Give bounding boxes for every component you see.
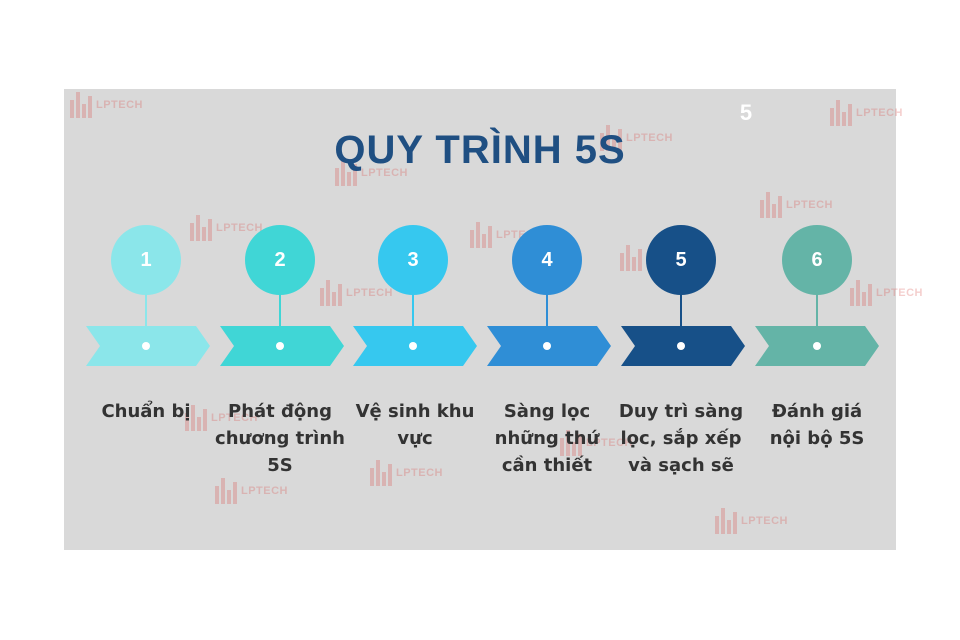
connector-dot <box>409 342 417 350</box>
connector-line <box>279 290 281 340</box>
lptech-watermark: LPTECH <box>215 478 288 504</box>
step-number: 1 <box>140 248 152 271</box>
watermark-text: LPTECH <box>396 467 443 479</box>
connector-dot <box>276 342 284 350</box>
connector-line <box>680 290 682 340</box>
lptech-logo-icon <box>560 430 582 456</box>
lptech-logo-icon <box>470 222 492 248</box>
lptech-logo-icon <box>190 215 212 241</box>
lptech-logo-icon <box>70 92 92 118</box>
lptech-logo-icon <box>620 245 642 271</box>
watermark-text: LPTECH <box>211 412 258 424</box>
step-number: 5 <box>675 248 687 271</box>
step-number: 3 <box>407 248 419 271</box>
watermark-text: LPTECH <box>586 437 633 449</box>
watermark-text: LPTECH <box>876 287 923 299</box>
lptech-watermark: LPTECH <box>760 192 833 218</box>
watermark-text: LPTECH <box>786 199 833 211</box>
step-number-circle: 1 <box>111 225 181 295</box>
step-number: 4 <box>541 248 553 271</box>
connector-line <box>145 290 147 340</box>
lptech-logo-icon <box>370 460 392 486</box>
connector-dot <box>543 342 551 350</box>
step-label: Phát động chương trình 5S <box>215 401 345 476</box>
watermark-text: LPTECH <box>361 167 408 179</box>
watermark-text: LPTECH <box>96 99 143 111</box>
connector-dot <box>677 342 685 350</box>
step-number-circle: 3 <box>378 225 448 295</box>
step-number-circle: 5 <box>646 225 716 295</box>
watermark-text: LPTECH <box>856 107 903 119</box>
step-number-circle: 4 <box>512 225 582 295</box>
step-label: Sàng lọc những thứ cần thiết <box>494 401 600 476</box>
connector-line <box>412 290 414 340</box>
step-label: Đánh giá nội bộ 5S <box>769 401 865 449</box>
watermark-text: LPTECH <box>241 485 288 497</box>
lptech-watermark: LPTECH <box>715 508 788 534</box>
watermark-text: LPTECH <box>216 222 263 234</box>
lptech-logo-icon <box>600 125 622 151</box>
lptech-watermark: LPTECH <box>600 125 673 151</box>
step-number-circle: 2 <box>245 225 315 295</box>
watermark-text: LPTECH <box>741 515 788 527</box>
lptech-logo-icon <box>215 478 237 504</box>
step-label: Vệ sinh khu vực <box>355 401 475 449</box>
step-label: Duy trì sàng lọc, sắp xếp và sạch sẽ <box>618 401 744 476</box>
step-label: Chuẩn bị <box>101 401 191 422</box>
lptech-logo-icon <box>715 508 737 534</box>
lptech-logo-icon <box>760 192 782 218</box>
step-number: 2 <box>274 248 286 271</box>
lptech-watermark: LPTECH <box>560 430 633 456</box>
step-number-circle: 6 <box>782 225 852 295</box>
lptech-logo-icon <box>830 100 852 126</box>
connector-dot <box>142 342 150 350</box>
page-title: QUY TRÌNH 5S <box>334 128 626 172</box>
lptech-logo-icon <box>335 160 357 186</box>
lptech-logo-icon <box>850 280 872 306</box>
watermark-text: LPTECH <box>626 132 673 144</box>
lptech-logo-icon <box>320 280 342 306</box>
lptech-watermark: LPTECH <box>830 100 903 126</box>
watermark-text: LPTECH <box>346 287 393 299</box>
step-number: 6 <box>811 248 823 271</box>
connector-dot <box>813 342 821 350</box>
connector-line <box>816 290 818 340</box>
lptech-watermark: LPTECH <box>320 280 393 306</box>
lptech-watermark: LPTECH <box>850 280 923 306</box>
corner-number: 5 <box>739 100 753 125</box>
connector-line <box>546 290 548 340</box>
lptech-watermark: LPTECH <box>185 405 258 431</box>
lptech-watermark: LPTECH <box>70 92 143 118</box>
lptech-watermark: LPTECH <box>190 215 263 241</box>
lptech-watermark: LPTECH <box>335 160 408 186</box>
lptech-logo-icon <box>185 405 207 431</box>
background-panel <box>64 89 896 550</box>
lptech-watermark: LPTECH <box>370 460 443 486</box>
